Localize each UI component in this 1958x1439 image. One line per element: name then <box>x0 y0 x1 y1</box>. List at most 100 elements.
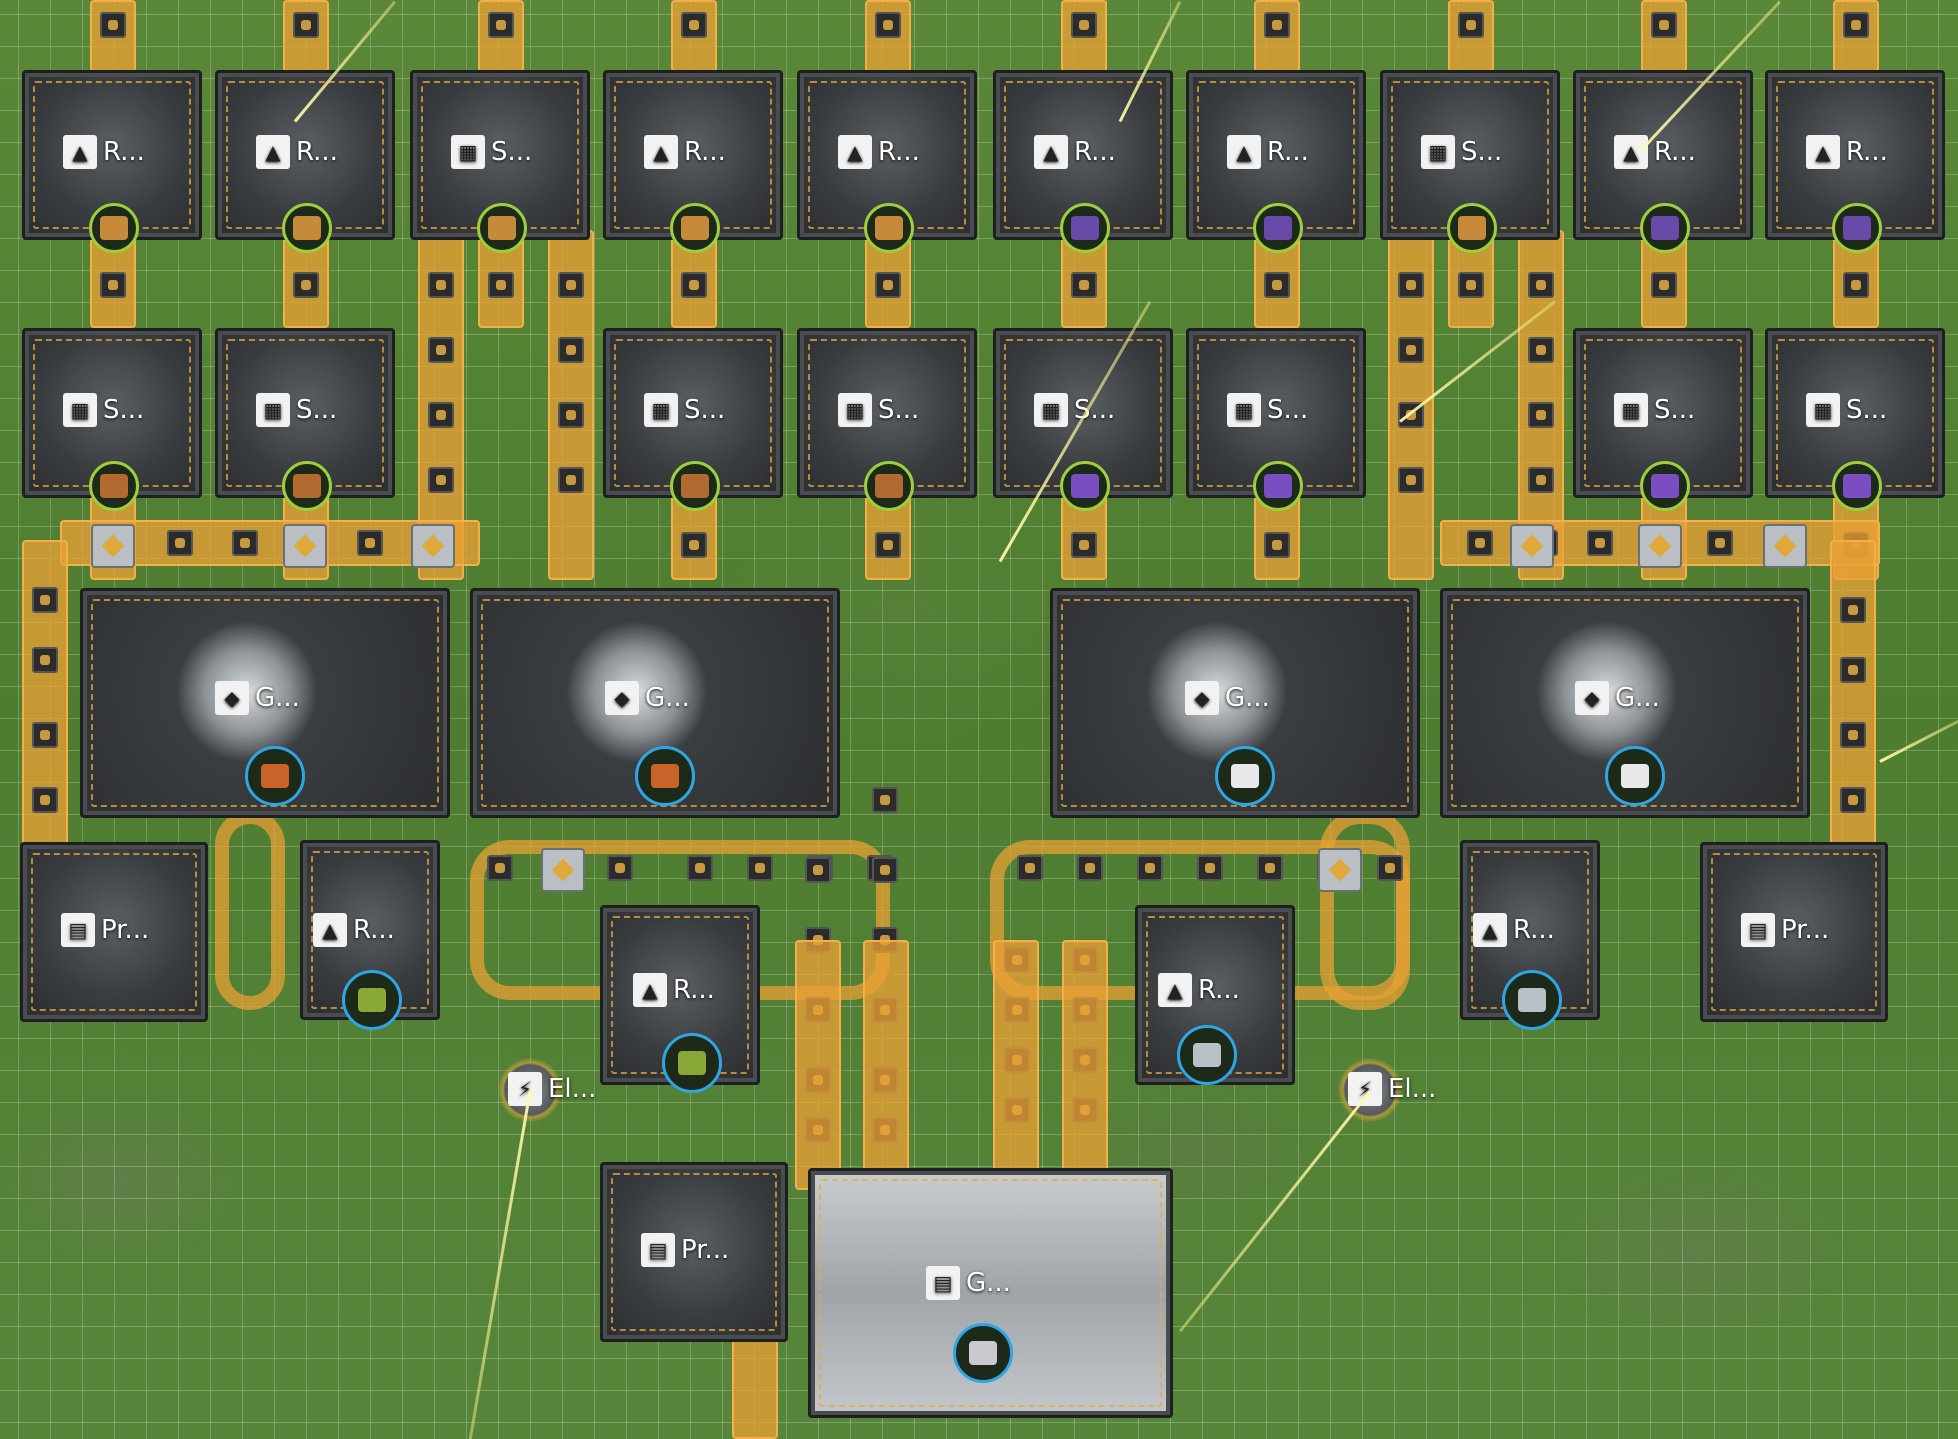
shredding-unit-icon: ▦ <box>838 393 872 427</box>
belt-splitter[interactable] <box>1763 524 1807 568</box>
machine[interactable]: ▤ Pr... <box>600 1162 788 1342</box>
belt-splitter[interactable] <box>1318 848 1362 892</box>
conveyor-belt[interactable] <box>732 1330 778 1439</box>
machine-label: ▲ R... <box>644 135 726 169</box>
machine[interactable]: ▤ Pr... <box>1700 842 1888 1022</box>
belt-item <box>487 855 513 881</box>
conveyor-belt[interactable] <box>863 940 909 1190</box>
refining-unit-icon: ▲ <box>256 135 290 169</box>
machine-label: ▲ R... <box>1034 135 1116 169</box>
belt-item <box>1843 272 1869 298</box>
belt-splitter[interactable] <box>283 524 327 568</box>
shredding-unit-icon: ▦ <box>644 393 678 427</box>
belt-splitter[interactable] <box>1510 524 1554 568</box>
output-item-badge <box>245 746 305 806</box>
refining-unit-icon: ▲ <box>1158 973 1192 1007</box>
machine-label: ▦ S... <box>451 135 532 169</box>
gearing-unit-icon: ▤ <box>926 1266 960 1300</box>
belt-item <box>805 857 831 883</box>
pylon-label: ⚡El... <box>1348 1072 1436 1106</box>
amber-ore-icon <box>1458 216 1486 240</box>
machine-label: ▲ R... <box>1227 135 1309 169</box>
purple-crystal-icon <box>1264 216 1292 240</box>
belt-item <box>558 272 584 298</box>
output-item-badge <box>89 203 139 253</box>
machine-name: S... <box>103 395 145 425</box>
machine-label: ▲ R... <box>63 135 145 169</box>
grinding-unit-icon: ◆ <box>215 681 249 715</box>
conveyor-belt[interactable] <box>215 810 285 1010</box>
belt-splitter[interactable] <box>541 848 585 892</box>
machine-name: R... <box>1513 915 1555 945</box>
machine-name: R... <box>1074 137 1116 167</box>
output-item-badge <box>1215 746 1275 806</box>
output-item-badge <box>1447 203 1497 253</box>
shredding-unit-icon: ▦ <box>1614 393 1648 427</box>
machine-name: R... <box>103 137 145 167</box>
machine-label: ▦ S... <box>63 393 144 427</box>
belt-item <box>1197 855 1223 881</box>
belt-splitter[interactable] <box>91 524 135 568</box>
machine-label: ▦ S... <box>1227 393 1308 427</box>
output-item-badge <box>670 461 720 511</box>
belt-item <box>1840 597 1866 623</box>
amber-ore-icon <box>293 216 321 240</box>
shredding-unit-icon: ▦ <box>1806 393 1840 427</box>
output-item-badge <box>1640 461 1690 511</box>
purple-powder-icon <box>1651 474 1679 498</box>
output-item-badge <box>1502 970 1562 1030</box>
machine-label: ▲ R... <box>1158 973 1240 1007</box>
shredding-unit-icon: ▦ <box>1227 393 1261 427</box>
packaging-unit-icon: ▤ <box>641 1233 675 1267</box>
conveyor-belt[interactable] <box>993 940 1039 1190</box>
machine-name: R... <box>1846 137 1888 167</box>
output-item-badge <box>1605 746 1665 806</box>
output-item-badge <box>635 746 695 806</box>
machine-name: S... <box>296 395 338 425</box>
conveyor-belt[interactable] <box>795 940 841 1190</box>
belt-item <box>1707 530 1733 556</box>
machine[interactable]: ▲ R... <box>1460 840 1600 1020</box>
belt-item <box>1458 12 1484 38</box>
belt-item <box>1587 530 1613 556</box>
output-item-badge <box>1640 203 1690 253</box>
pylon-label: ⚡El... <box>508 1072 596 1106</box>
belt-item <box>1651 12 1677 38</box>
packaging-unit-icon: ▤ <box>61 913 95 947</box>
belt-item <box>1398 337 1424 363</box>
belt-item <box>1528 272 1554 298</box>
belt-splitter[interactable] <box>1638 524 1682 568</box>
machine-name: G... <box>1225 683 1270 713</box>
conveyor-belt[interactable] <box>1062 940 1108 1190</box>
belt-item <box>1840 722 1866 748</box>
belt-item <box>1843 12 1869 38</box>
belt-item <box>872 857 898 883</box>
output-item-badge <box>1253 203 1303 253</box>
refining-unit-icon: ▲ <box>1034 135 1068 169</box>
conveyor-belt[interactable] <box>1320 810 1410 1010</box>
machine-name: S... <box>1846 395 1888 425</box>
belt-item <box>1398 467 1424 493</box>
disc-component-icon <box>969 1341 997 1365</box>
orange-block-icon <box>261 764 289 788</box>
machine-name: R... <box>296 137 338 167</box>
output-item-badge <box>1832 203 1882 253</box>
machine-name: R... <box>673 975 715 1005</box>
machine[interactable]: ▤ Pr... <box>20 842 208 1022</box>
green-pyramid-icon <box>358 988 386 1012</box>
output-item-badge <box>670 203 720 253</box>
grinding-unit-icon: ◆ <box>1185 681 1219 715</box>
machine-name: R... <box>353 915 395 945</box>
machine[interactable]: ▲ R... <box>1765 70 1945 240</box>
belt-splitter[interactable] <box>411 524 455 568</box>
refining-unit-icon: ▲ <box>633 973 667 1007</box>
amber-powder-icon <box>293 474 321 498</box>
machine-label: ▦ S... <box>1034 393 1115 427</box>
belt-item <box>232 530 258 556</box>
output-item-badge <box>1060 203 1110 253</box>
belt-item <box>100 12 126 38</box>
belt-item <box>293 272 319 298</box>
machine-label: ▦ S... <box>1806 393 1887 427</box>
shredding-unit-icon: ▦ <box>1421 135 1455 169</box>
